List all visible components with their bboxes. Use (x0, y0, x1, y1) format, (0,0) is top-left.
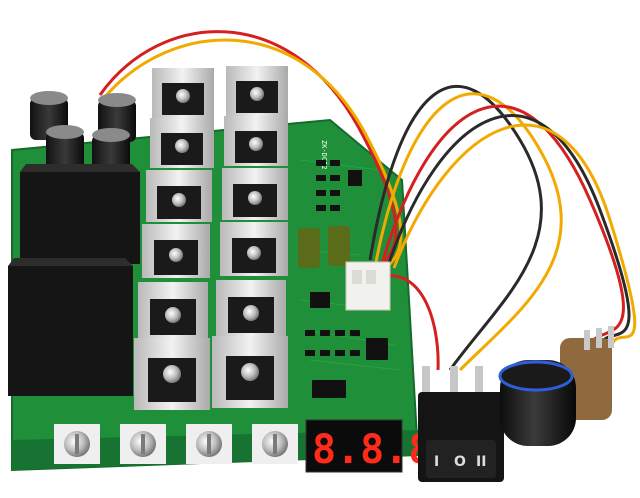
smd-components: ZK-DC12 (298, 140, 388, 398)
wire-connectors (345, 261, 391, 311)
terminal-label: MOTOR (56, 471, 84, 481)
terminal-label: POWER+ (186, 471, 219, 481)
terminal-label: POWER- (252, 471, 285, 481)
screw-terminals: MOTOR MOTOR POWER+ POWER- (54, 424, 298, 481)
display-digits: 8.8.8 (312, 427, 432, 473)
heatsink-array (134, 66, 288, 410)
capacitors (30, 91, 136, 175)
rocker-switch: I O II (418, 366, 504, 482)
switch-mark-right: II (476, 454, 486, 470)
switch-mark-center: O (454, 454, 466, 470)
relay-blocks (8, 164, 140, 396)
switch-mark-left: I (434, 454, 439, 470)
terminal-label: MOTOR (122, 471, 150, 481)
board-code: ZK-DC12 (320, 140, 328, 170)
potentiometer (498, 326, 614, 446)
led-display: 8.8.8 (305, 419, 432, 473)
